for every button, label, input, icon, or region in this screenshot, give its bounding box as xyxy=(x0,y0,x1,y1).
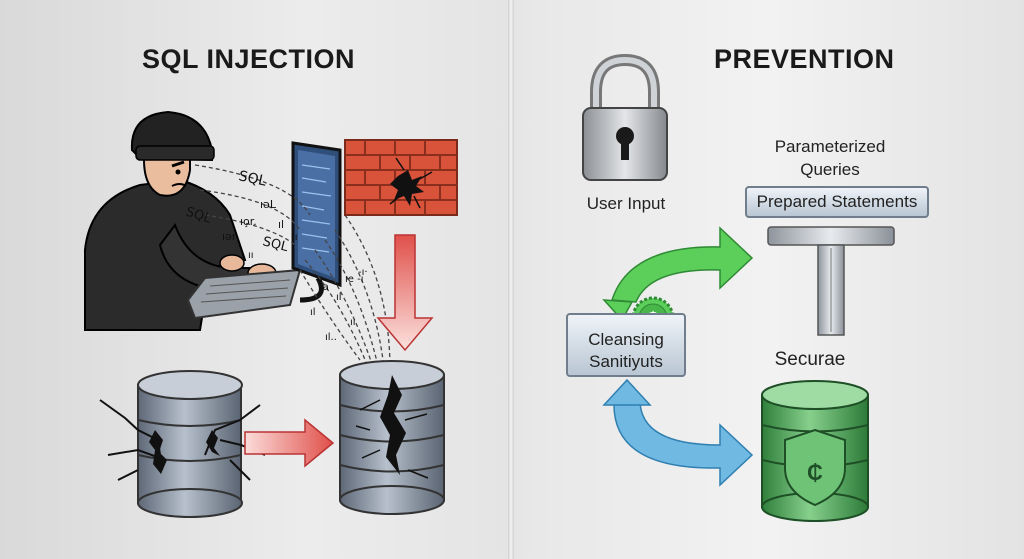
code-fragment: ıl xyxy=(310,307,316,318)
green-flow-arrow xyxy=(602,226,754,322)
padlock-icon xyxy=(582,53,668,181)
attack-right-arrow xyxy=(244,418,335,468)
panel-divider xyxy=(508,0,514,559)
brick-firewall xyxy=(344,139,458,216)
attack-down-arrow xyxy=(376,234,434,352)
code-fragment: ıəL xyxy=(260,198,277,211)
shield-icon xyxy=(784,428,846,507)
code-fragment: ıl.. xyxy=(325,332,337,343)
user-input-label: User Input xyxy=(586,194,666,213)
code-fragment: ıo̧r. xyxy=(240,215,257,228)
code-fragment: ıı xyxy=(350,317,356,328)
parameterized-line1: Parameterized xyxy=(774,137,886,156)
secure-database: ₵ xyxy=(761,380,869,522)
prevention-title: PREVENTION xyxy=(714,44,895,74)
code-fragment: ıa xyxy=(320,282,329,293)
code-fragment: ıər xyxy=(222,230,237,243)
injection-lines xyxy=(194,164,391,371)
code-fragment: ıl xyxy=(336,292,342,303)
code-fragment: lı xyxy=(292,232,298,243)
cracked-database-right xyxy=(339,360,445,515)
parameterized-queries-label: Parameterized Queries xyxy=(760,135,900,181)
prepared-statements-box: Prepared Statements xyxy=(745,186,929,218)
cracked-database-left xyxy=(99,370,266,518)
code-fragment: SQL xyxy=(237,168,268,189)
cleansing-box: Cleansing Sanitiyuts xyxy=(566,313,686,377)
parameterized-line2: Queries xyxy=(800,160,860,179)
code-fragment: ıe -ı xyxy=(345,274,364,285)
sql-injection-title: SQL INJECTION xyxy=(142,44,356,74)
blue-flow-arrow xyxy=(602,378,754,487)
code-fragment: ıı xyxy=(248,250,254,261)
currency-symbol-icon: ₵ xyxy=(807,460,823,485)
code-fragment: SQL xyxy=(261,234,290,255)
code-fragment: ıl xyxy=(278,218,284,231)
keyboard xyxy=(186,268,302,320)
parameterized-pipe xyxy=(767,226,895,336)
cleansing-line2: Sanitiyuts xyxy=(589,352,663,371)
computer-monitor xyxy=(291,141,342,303)
cleansing-line1: Cleansing xyxy=(588,330,664,349)
secure-label: Securae xyxy=(774,349,846,370)
code-fragment: -ı· xyxy=(358,267,368,278)
